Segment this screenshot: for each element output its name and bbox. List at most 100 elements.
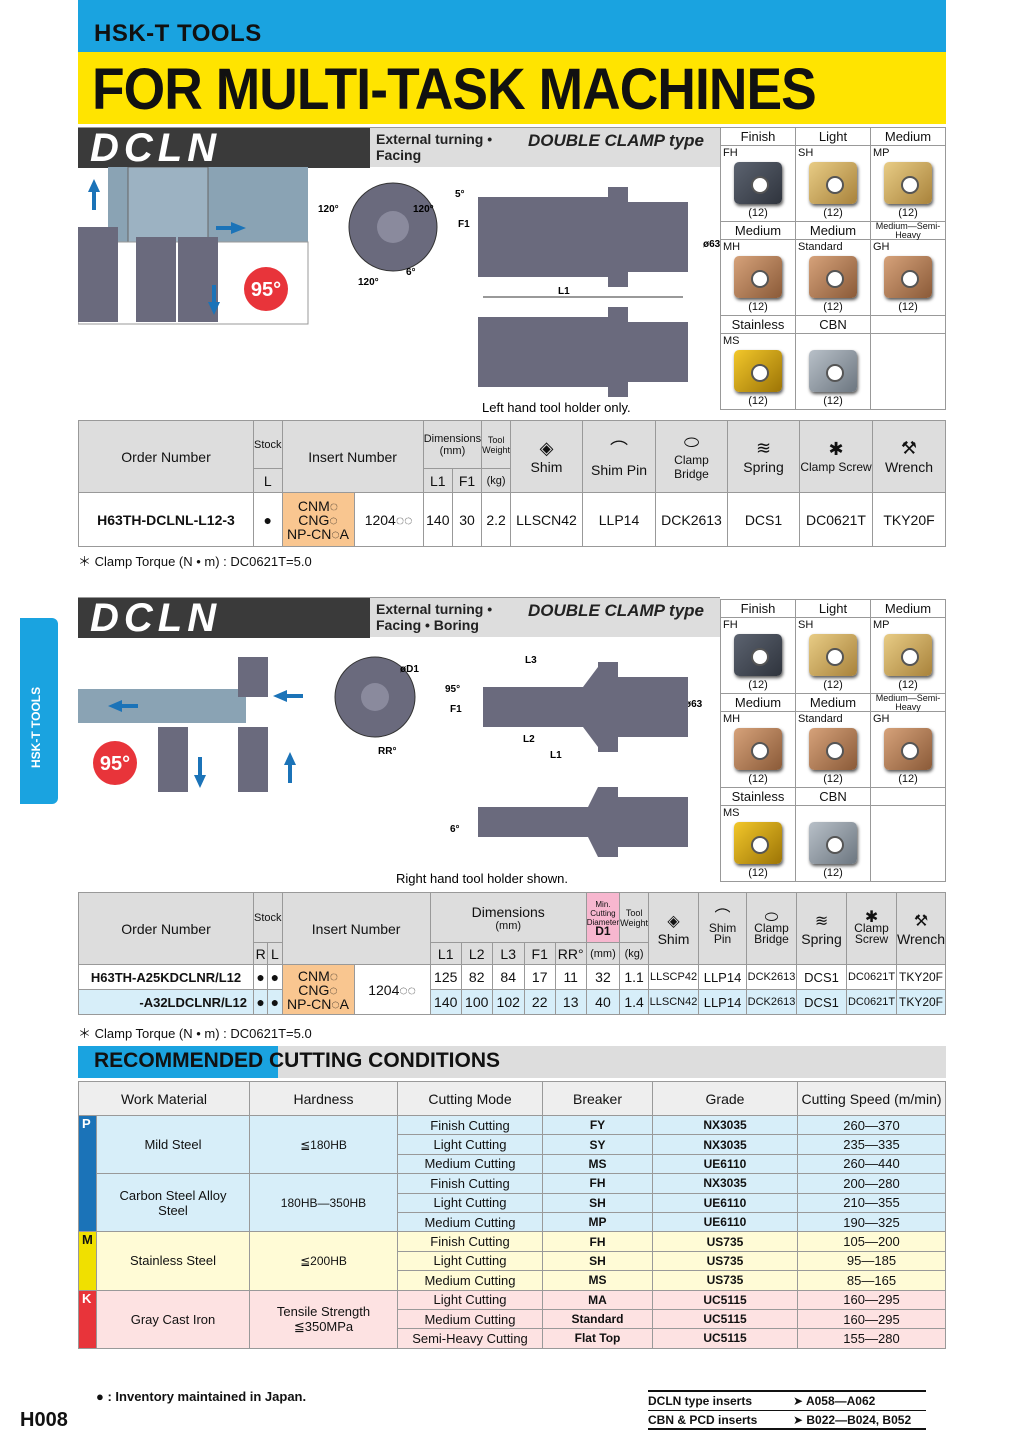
th-shim-label: Shim — [530, 459, 563, 475]
ref-row[interactable]: CBN & PCD inserts➤ B022—B024, B052 — [648, 1411, 926, 1430]
cell-l3: 102 — [491, 989, 525, 1015]
th-spring-label: Spring — [801, 930, 842, 947]
table-row[interactable]: Carbon Steel Alloy Steel 180HB—350HB Fin… — [78, 1173, 946, 1233]
table-row[interactable]: H63TH-DCLNL-L12-3 ● CNM◌CNG◌NP-CN◌A 1204… — [78, 492, 946, 547]
cell-d1: 32 — [585, 964, 621, 990]
s2-label-3: 95° — [445, 684, 460, 695]
insert-qty: (12) — [898, 773, 918, 785]
wrench-icon: ⚒ — [900, 438, 918, 458]
cell-l1: 140 — [422, 492, 453, 547]
cc-speed: 105—200 — [797, 1231, 946, 1252]
spring-icon: ≋ — [814, 912, 829, 930]
footer-legend: ● : Inventory maintained in Japan. — [96, 1389, 307, 1404]
cc-grade: US735 — [652, 1231, 798, 1252]
insert-label: Medium—Semi-Heavy — [871, 694, 945, 712]
insert-qty: (12) — [748, 867, 768, 879]
insert-code: Standard — [798, 713, 843, 725]
cell-insert-num: 1204◌◌ — [353, 492, 424, 547]
cc-speed: 260—440 — [797, 1153, 946, 1175]
insert-image — [734, 256, 782, 298]
side-tab[interactable]: HSK-T TOOLS — [20, 618, 58, 804]
insert-label: Stainless — [721, 316, 795, 334]
s2-label-4: F1 — [450, 704, 462, 715]
table-row[interactable]: -A32LDCLNR/L12 ● ● 140 100 102 22 13 40 … — [78, 989, 946, 1015]
cc-grade: UE6110 — [652, 1153, 798, 1175]
cell-weight: 1.4 — [619, 989, 650, 1015]
cc-mode: Medium Cutting — [397, 1270, 543, 1291]
insert-qty: (12) — [823, 679, 843, 691]
section2-type: DOUBLE CLAMP type — [528, 601, 704, 620]
table1: Order Number Stock Insert Number Dimensi… — [78, 420, 946, 547]
insert-code: SH — [798, 147, 814, 159]
cc-mode: Finish Cutting — [397, 1114, 543, 1136]
header-title-band: FOR MULTI-TASK MACHINES — [78, 52, 946, 124]
cutting-title: RECOMMENDED CUTTING CONDITIONS — [94, 1049, 500, 1072]
shim-pin-icon: ⌒ — [714, 909, 731, 926]
insert-image — [809, 256, 857, 298]
clamp-screw-icon: ✱ — [828, 439, 844, 459]
page-title: FOR MULTI-TASK MACHINES — [92, 57, 817, 122]
section1-angle: 95° — [251, 279, 281, 301]
table-row[interactable]: K Gray Cast Iron Tensile Strength ≦350MP… — [78, 1289, 946, 1349]
table-row[interactable]: M Stainless Steel ≦200HB Finish Cutting … — [78, 1231, 946, 1291]
ref-row[interactable]: DCLN type inserts➤ A058—A062 — [648, 1392, 926, 1411]
th-f1: F1 — [451, 468, 483, 493]
insert-b: CNG◌ — [298, 981, 338, 998]
table-row[interactable]: Medium Cutting Standard UC5115 160—295 — [78, 1308, 946, 1330]
th-stock-l: L — [267, 942, 283, 965]
cc-material: Gray Cast Iron — [96, 1289, 250, 1349]
cell-shim: LLSCN42 — [648, 989, 700, 1015]
th-wrench: ⚒Wrench — [896, 892, 946, 965]
table-row[interactable]: H63TH-A25KDCLNR/L12 ● ● CNM◌CNG◌NP-CN◌A … — [78, 964, 946, 1015]
insert-label: Light — [796, 600, 870, 618]
section1-diagram: 95° 120° 120° 120° 5° F1 L1 ø63 6° Left … — [78, 167, 720, 415]
cc-breaker: MP — [542, 1211, 653, 1233]
section2-name: DCLN — [90, 596, 222, 640]
table2: Order Number Stock Insert Number Dimensi… — [78, 892, 946, 1015]
s1-label-2: 120° — [358, 277, 379, 288]
insert-a: CNM◌ — [297, 967, 339, 984]
table-row[interactable]: P Mild Steel ≦180HB Finish Cutting FY NX… — [78, 1114, 946, 1233]
insert-image — [734, 350, 782, 392]
cc-material: Stainless Steel — [96, 1231, 250, 1291]
th-shim: ◈Shim — [510, 420, 583, 493]
th-l3: L3 — [491, 942, 525, 965]
insert-cell[interactable]: CBN(12) — [796, 316, 871, 410]
insert-qty: (12) — [748, 207, 768, 219]
insert-cell[interactable]: CBN(12) — [796, 788, 871, 882]
cell-wrench: TKY20F — [896, 964, 946, 990]
th-spring-label: Spring — [743, 459, 784, 475]
section1-type: DOUBLE CLAMP type — [528, 131, 704, 150]
insert-label: CBN — [796, 788, 870, 806]
section2-desc: External turning •Facing • Boring — [376, 601, 492, 633]
cc-grade: US735 — [652, 1270, 798, 1291]
section2-header: DCLN External turning •Facing • Boring D… — [78, 596, 720, 640]
cc-speed: 235—335 — [797, 1134, 946, 1155]
cc-mode: Medium Cutting — [397, 1211, 543, 1233]
header-band: HSK-T TOOLS — [78, 0, 946, 52]
shim-pin-icon: ⌒ — [610, 439, 628, 460]
insert-code: MS — [723, 335, 740, 347]
s1-label-5: L1 — [558, 286, 570, 297]
spring-icon: ≋ — [755, 438, 772, 458]
insert-label: Medium — [796, 694, 870, 712]
cc-breaker: SH — [542, 1192, 653, 1213]
cc-grade: UE6110 — [652, 1192, 798, 1213]
insert-a: CNM◌ — [297, 497, 339, 514]
th-weight-unit: (kg) — [619, 942, 650, 965]
